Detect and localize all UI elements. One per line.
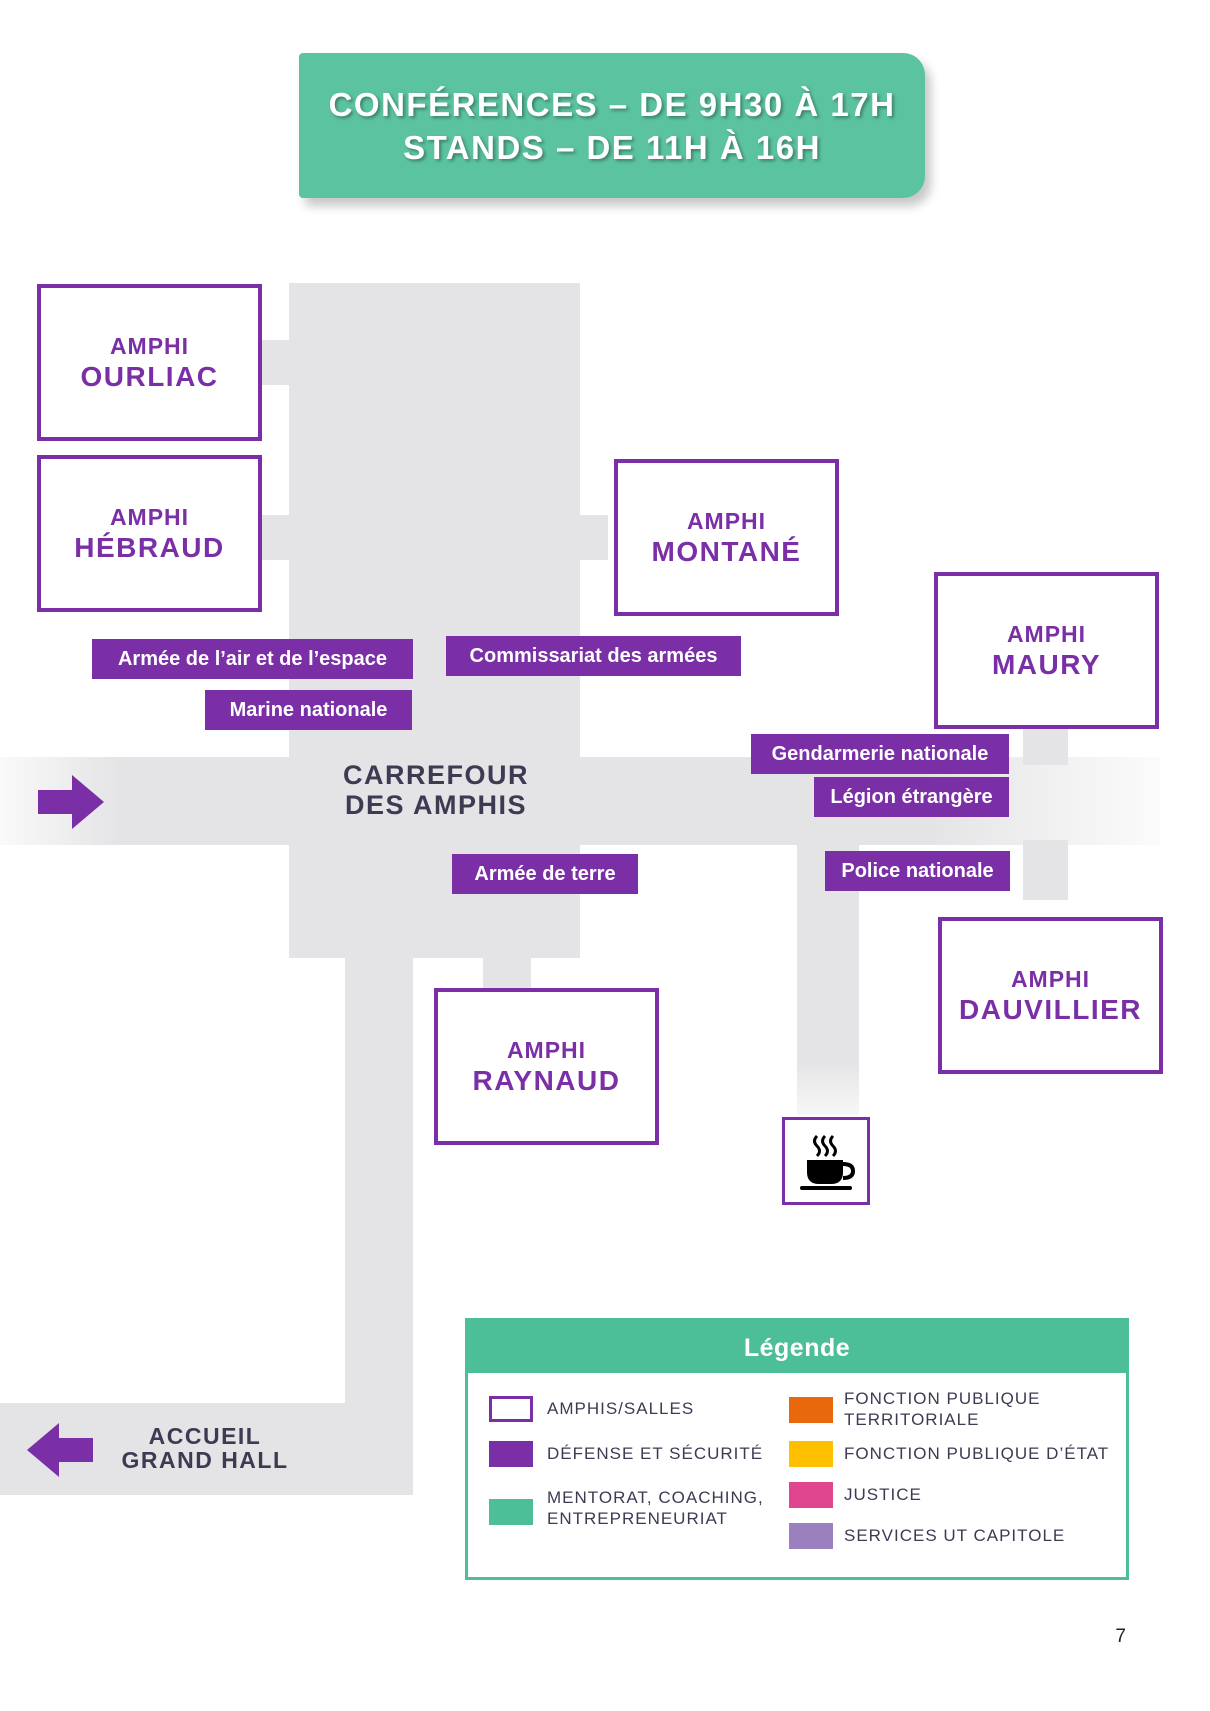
schedule-banner: CONFÉRENCES – DE 9H30 À 17H STANDS – DE …	[299, 53, 925, 198]
connector-ourliac	[262, 340, 292, 385]
room-name: OURLIAC	[80, 360, 219, 392]
arrow-left-icon	[27, 1423, 93, 1477]
carrefour-label: CARREFOUR DES AMPHIS	[336, 760, 536, 820]
legend-swatch-etat	[789, 1441, 833, 1467]
legend-swatch-justice	[789, 1482, 833, 1508]
room-type: AMPHI	[1006, 620, 1087, 647]
legend-label-mentorat: MENTORAT, COACHING, ENTREPRENEURIAT	[547, 1488, 764, 1528]
connector-dauvillier	[1023, 840, 1068, 900]
legend-label-territoriale: FONCTION PUBLIQUE TERRITORIALE	[844, 1389, 1041, 1429]
legend: Légende AMPHIS/SALLES DÉFENSE ET SÉCURIT…	[465, 1318, 1129, 1580]
connector-raynaud	[483, 955, 531, 988]
room-montane[interactable]: AMPHI MONTANÉ	[614, 459, 839, 616]
legend-swatch-amphis	[489, 1396, 533, 1422]
connector-maury	[1023, 725, 1068, 765]
schedule-stands: STANDS – DE 11H À 16H	[403, 128, 821, 166]
room-name: MAURY	[991, 648, 1102, 680]
room-raynaud[interactable]: AMPHI RAYNAUD	[434, 988, 659, 1145]
legend-swatch-defense	[489, 1441, 533, 1467]
coffee-cup-icon	[800, 1134, 856, 1190]
legend-swatch-mentorat	[489, 1499, 533, 1525]
room-type: AMPHI	[1010, 965, 1091, 992]
carrefour-line2: DES AMPHIS	[344, 790, 528, 820]
stand-armee-air[interactable]: Armée de l’air et de l’espace	[92, 639, 413, 679]
legend-swatch-services	[789, 1523, 833, 1549]
schedule-conferences: CONFÉRENCES – DE 9H30 À 17H	[328, 85, 896, 123]
room-hebraud[interactable]: AMPHI HÉBRAUD	[37, 455, 262, 612]
room-type: AMPHI	[109, 503, 190, 530]
room-dauvillier[interactable]: AMPHI DAUVILLIER	[938, 917, 1163, 1074]
stand-commissariat[interactable]: Commissariat des armées	[446, 636, 741, 676]
room-name: RAYNAUD	[472, 1064, 621, 1096]
legend-label-etat: FONCTION PUBLIQUE D’ÉTAT	[844, 1444, 1110, 1463]
room-type: AMPHI	[109, 332, 190, 359]
accueil-label: ACCUEIL GRAND HALL	[110, 1424, 300, 1472]
room-type: AMPHI	[506, 1036, 587, 1063]
stand-marine[interactable]: Marine nationale	[205, 690, 412, 730]
legend-title: Légende	[468, 1321, 1126, 1373]
room-ourliac[interactable]: AMPHI OURLIAC	[37, 284, 262, 441]
accueil-line2: GRAND HALL	[121, 1447, 289, 1473]
stand-police[interactable]: Police nationale	[825, 851, 1010, 891]
arrow-right-icon	[38, 775, 104, 829]
room-name: MONTANÉ	[651, 535, 802, 567]
connector-montane	[578, 515, 608, 560]
connector-hebraud	[262, 515, 292, 560]
legend-label-justice: JUSTICE	[844, 1485, 922, 1504]
page-number: 7	[1115, 1626, 1126, 1647]
corridor-north-south	[289, 283, 580, 958]
carrefour-line1: CARREFOUR	[343, 760, 529, 790]
room-name: HÉBRAUD	[74, 531, 225, 563]
accueil-line1: ACCUEIL	[148, 1423, 262, 1449]
stand-gendarmerie[interactable]: Gendarmerie nationale	[751, 734, 1009, 774]
room-name: DAUVILLIER	[959, 993, 1142, 1025]
legend-swatch-territoriale	[789, 1397, 833, 1423]
stand-armee-terre[interactable]: Armée de terre	[452, 854, 638, 894]
cafe-box[interactable]	[782, 1117, 870, 1205]
legend-label-amphis: AMPHIS/SALLES	[547, 1399, 695, 1418]
room-type: AMPHI	[686, 507, 767, 534]
legend-label-services: SERVICES UT CAPITOLE	[844, 1526, 1066, 1545]
legend-label-defense: DÉFENSE ET SÉCURITÉ	[547, 1444, 764, 1463]
stand-legion[interactable]: Légion étrangère	[814, 777, 1009, 817]
room-maury[interactable]: AMPHI MAURY	[934, 572, 1159, 729]
